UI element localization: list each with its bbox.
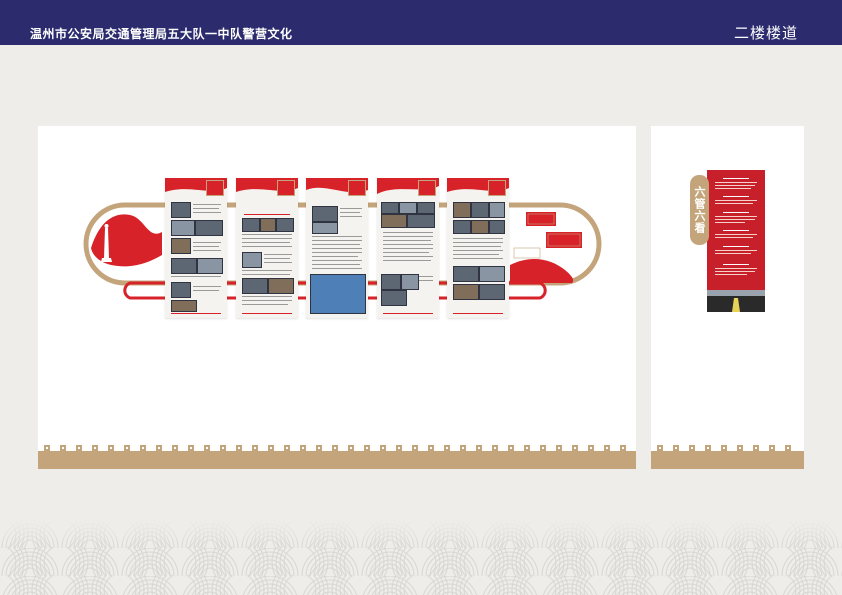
stud-inner	[302, 447, 304, 449]
stud-inner	[78, 447, 80, 449]
display-panel-2	[236, 178, 298, 318]
stud-inner	[190, 447, 192, 449]
stud-inner	[126, 447, 128, 449]
stud-inner	[430, 447, 432, 449]
stud-inner	[675, 447, 677, 449]
stud-inner	[222, 447, 224, 449]
display-panel-5	[447, 178, 509, 318]
stud-inner	[142, 447, 144, 449]
side-wall-base-strip	[651, 451, 804, 469]
stud-inner	[238, 447, 240, 449]
wall-studs	[44, 445, 626, 451]
display-panel-4	[377, 178, 439, 318]
stud-inner	[739, 447, 741, 449]
panel-1-title-badge	[206, 180, 224, 196]
stud-inner	[590, 447, 592, 449]
stud-inner	[659, 447, 661, 449]
location-label: 二楼楼道	[733, 24, 798, 42]
stud-inner	[254, 447, 256, 449]
stud-inner	[158, 447, 160, 449]
wall-base-strip	[38, 451, 636, 469]
stud-inner	[574, 447, 576, 449]
stud-inner	[286, 447, 288, 449]
stud-inner	[771, 447, 773, 449]
stud-inner	[494, 447, 496, 449]
seigaiha-pattern-icon	[0, 520, 842, 595]
road-icon	[707, 290, 765, 312]
panel-5-title-badge	[488, 180, 506, 196]
stud-inner	[366, 447, 368, 449]
stud-inner	[787, 447, 789, 449]
stud-inner	[270, 447, 272, 449]
stud-inner	[334, 447, 336, 449]
stud-inner	[606, 447, 608, 449]
stud-inner	[707, 447, 709, 449]
panel-4-title-badge	[418, 180, 436, 196]
stud-inner	[526, 447, 528, 449]
stud-inner	[414, 447, 416, 449]
stud-inner	[510, 447, 512, 449]
stud-inner	[46, 447, 48, 449]
monument-icon	[101, 224, 112, 262]
stud-inner	[542, 447, 544, 449]
stud-inner	[755, 447, 757, 449]
stud-inner	[174, 447, 176, 449]
stud-inner	[350, 447, 352, 449]
side-sign-title: 六管六看	[690, 175, 709, 245]
stud-inner	[62, 447, 64, 449]
stud-inner	[622, 447, 624, 449]
stud-inner	[558, 447, 560, 449]
stud-inner	[446, 447, 448, 449]
side-sign-board	[707, 170, 765, 312]
stud-inner	[206, 447, 208, 449]
stud-inner	[723, 447, 725, 449]
stud-inner	[110, 447, 112, 449]
stud-inner	[382, 447, 384, 449]
header-bar: 温州市公安局交通管理局五大队一中队警营文化 二楼楼道	[0, 0, 842, 45]
side-wall-studs	[657, 445, 791, 451]
panel-3-title-badge	[348, 180, 366, 196]
stud-inner	[318, 447, 320, 449]
display-panel-3	[306, 178, 368, 318]
highlight-badges	[513, 212, 582, 259]
stud-inner	[478, 447, 480, 449]
page-title: 温州市公安局交通管理局五大队一中队警营文化	[30, 27, 293, 41]
stud-inner	[691, 447, 693, 449]
stud-inner	[94, 447, 96, 449]
stud-inner	[462, 447, 464, 449]
panel-2-title-badge	[277, 180, 295, 196]
display-panel-1	[165, 178, 227, 318]
stud-inner	[398, 447, 400, 449]
